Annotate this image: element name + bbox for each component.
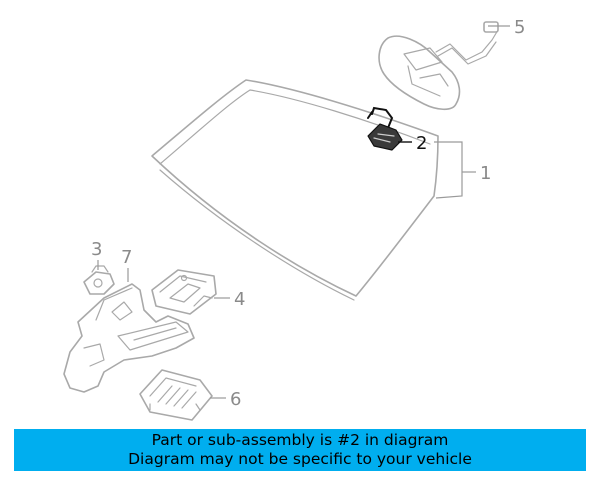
- banner-line-2: Diagram may not be specific to your vehi…: [128, 450, 472, 468]
- callout-7: 7: [121, 247, 132, 268]
- part-6-lower-cover: [139, 369, 213, 421]
- callout-1: 1: [480, 163, 491, 184]
- callout-6: 6: [230, 389, 241, 410]
- part-4-bracket: [151, 269, 217, 315]
- callout-3: 3: [91, 239, 102, 260]
- part-3-clip: [83, 265, 115, 295]
- part-1-windshield: [151, 79, 439, 301]
- banner-line-1: Part or sub-assembly is #2 in diagram: [151, 431, 449, 449]
- part-7-cover: [63, 283, 195, 393]
- callout-2: 2: [416, 133, 427, 154]
- part-2-sensor-highlighted: [367, 106, 403, 151]
- parts-diagram: 5 2 1 3 7 4 6: [63, 17, 525, 421]
- leader-lines: [97, 25, 510, 399]
- part-5-mirror-housing: [378, 21, 499, 111]
- callout-4: 4: [234, 289, 245, 310]
- callout-5: 5: [514, 17, 525, 38]
- info-banner: Part or sub-assembly is #2 in diagram Di…: [14, 429, 586, 471]
